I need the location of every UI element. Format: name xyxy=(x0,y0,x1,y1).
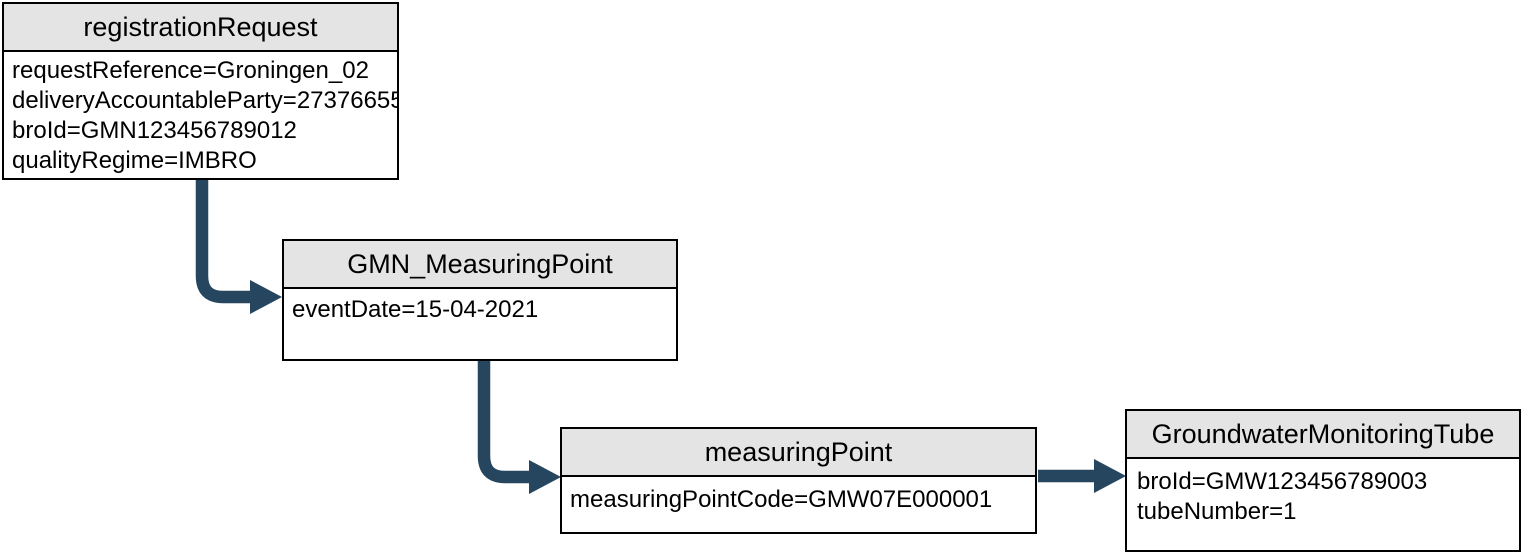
arrowhead-icon xyxy=(529,460,561,494)
node-body: broId=GMW123456789003 tubeNumber=1 xyxy=(1127,459,1519,531)
node-body: eventDate=15-04-2021 xyxy=(284,289,676,329)
node-registration-request: registrationRequest requestReference=Gro… xyxy=(2,2,399,180)
edge-measuring-point-to-groundwater-monitoring-tube xyxy=(1038,459,1126,493)
node-measuring-point: measuringPoint measuringPointCode=GMW07E… xyxy=(560,427,1037,534)
edge-gmn-measuring-point-to-measuring-point xyxy=(477,359,561,494)
node-title: registrationRequest xyxy=(83,11,318,42)
node-gmn-measuring-point: GMN_MeasuringPoint eventDate=15-04-2021 xyxy=(282,239,678,361)
node-header: measuringPoint xyxy=(562,429,1035,477)
node-header: registrationRequest xyxy=(4,4,397,52)
node-attribute: tubeNumber=1 xyxy=(1137,498,1297,525)
edge-line xyxy=(477,359,530,484)
node-body: requestReference=Groningen_02 deliveryAc… xyxy=(4,52,397,180)
node-body: measuringPointCode=GMW07E000001 xyxy=(562,477,1035,519)
node-attribute: measuringPointCode=GMW07E000001 xyxy=(570,486,993,513)
node-title: measuringPoint xyxy=(704,436,893,467)
node-header: GroundwaterMonitoringTube xyxy=(1127,411,1519,459)
node-attribute: requestReference=Groningen_02 xyxy=(12,57,369,84)
node-attribute: qualityRegime=IMBRO xyxy=(12,147,257,174)
arrowhead-icon xyxy=(250,280,282,314)
node-attribute: deliveryAccountableParty=27376655 xyxy=(12,87,397,114)
node-header: GMN_MeasuringPoint xyxy=(284,241,676,289)
node-groundwater-monitoring-tube: GroundwaterMonitoringTube broId=GMW12345… xyxy=(1125,409,1521,552)
node-title: GroundwaterMonitoringTube xyxy=(1151,418,1495,449)
node-attribute: broId=GMW123456789003 xyxy=(1137,468,1428,495)
arrowhead-icon xyxy=(1094,459,1126,493)
node-title: GMN_MeasuringPoint xyxy=(347,248,613,279)
edge-line xyxy=(195,179,251,304)
node-attribute: broId=GMN123456789012 xyxy=(12,117,297,144)
edge-registration-request-to-gmn-measuring-point xyxy=(195,179,282,314)
node-attribute: eventDate=15-04-2021 xyxy=(292,296,539,323)
